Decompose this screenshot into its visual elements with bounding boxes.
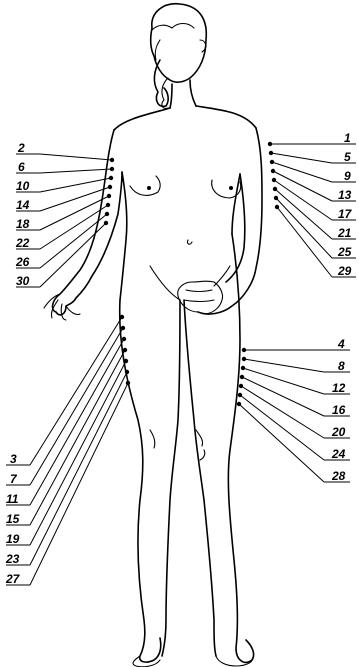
hair [152,24,194,109]
labels-right-thigh: 4 8 12 16 20 24 28 [331,337,346,483]
label-5: 5 [344,150,351,164]
label-17: 17 [338,207,353,221]
labels-right-shoulder: 1 5 9 13 17 21 25 29 [337,131,353,278]
left-leg-outer [120,300,161,662]
label-13: 13 [338,188,352,202]
right-arm [198,128,262,314]
female-body-outline [44,4,262,667]
injection-dots [104,142,279,406]
right-breast [212,180,241,198]
label-7: 7 [10,472,18,486]
label-24: 24 [331,447,346,461]
ear [200,40,206,52]
navel [187,240,192,244]
torso-right [232,174,240,234]
label-11: 11 [6,492,19,506]
label-28: 28 [331,469,346,483]
right-leg-inner [184,300,216,656]
shoulders [114,106,256,130]
label-3: 3 [10,452,17,466]
label-4: 4 [337,337,345,351]
label-14: 14 [16,198,30,212]
label-15: 15 [6,512,20,526]
label-26: 26 [15,255,30,269]
label-18: 18 [16,217,30,231]
groin [150,266,230,300]
label-27: 27 [5,572,21,586]
hair-strand [154,60,168,106]
left-leg-inner [162,300,180,656]
label-9: 9 [344,169,351,183]
label-21: 21 [337,226,352,240]
label-8: 8 [338,359,345,373]
label-25: 25 [337,245,352,259]
label-16: 16 [332,403,346,417]
left-breast [130,176,160,195]
label-22: 22 [15,236,30,250]
leader-lines [6,144,356,585]
neck [170,80,196,108]
head [151,4,207,82]
label-19: 19 [6,532,20,546]
left-nipple [147,186,151,190]
label-1: 1 [344,131,351,145]
labels-left-shoulder: 2 6 10 14 18 22 26 30 [15,141,30,288]
right-nipple [229,186,233,190]
label-6: 6 [18,160,25,174]
label-2: 2 [17,141,25,155]
left-hand [44,294,80,320]
label-23: 23 [5,552,20,566]
label-20: 20 [331,425,346,439]
label-30: 30 [16,274,30,288]
label-12: 12 [332,381,346,395]
label-10: 10 [16,179,30,193]
labels-left-thigh: 3 7 11 15 19 23 27 [5,452,21,586]
label-29: 29 [337,264,352,278]
